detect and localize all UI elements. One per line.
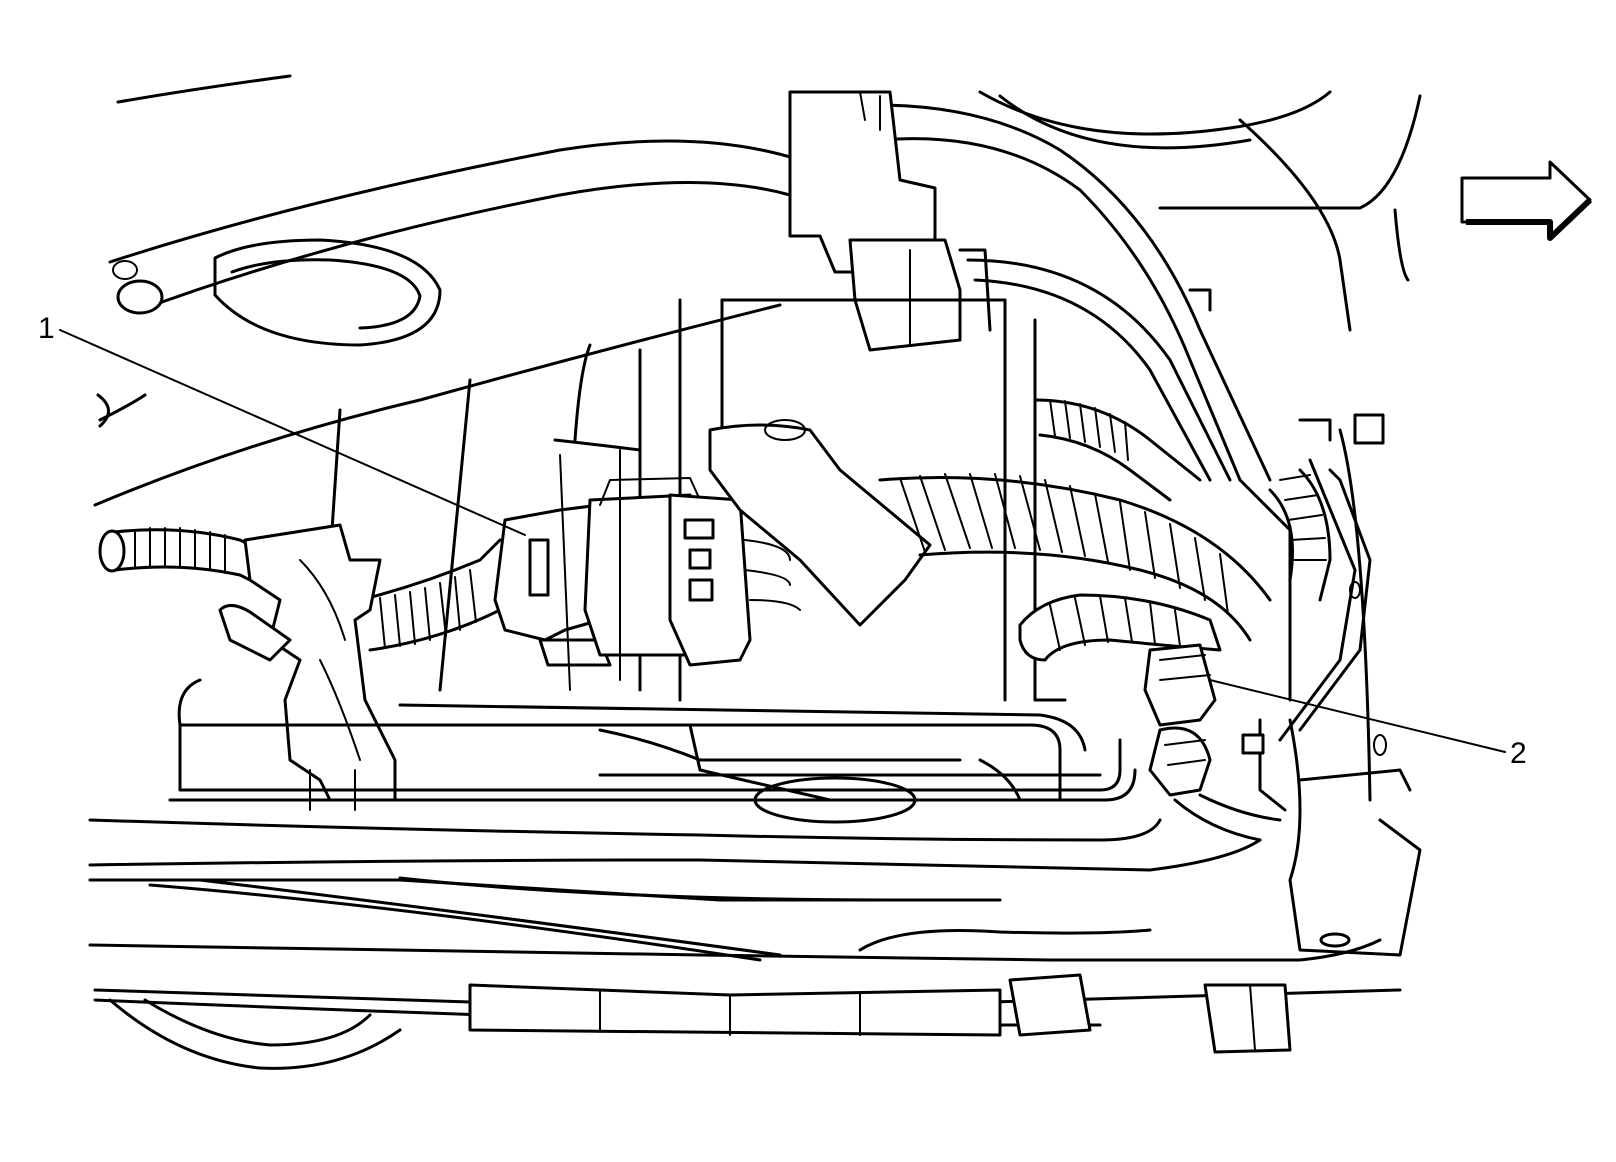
connector-2 xyxy=(1143,643,1282,842)
callout-2-label: 2 xyxy=(1510,737,1527,770)
right-harness xyxy=(878,398,1332,642)
callout-1-label: 1 xyxy=(38,312,55,345)
leader-lines xyxy=(59,329,1506,753)
arrow-right-icon xyxy=(1460,160,1593,241)
tape-wrap xyxy=(218,523,397,811)
upper-tube xyxy=(108,103,1272,482)
frame-rail xyxy=(168,678,1287,824)
harness-tab xyxy=(708,419,932,627)
vehicle-body-outline xyxy=(93,74,1422,507)
left-harness xyxy=(98,527,502,652)
right-bracket xyxy=(1238,413,1422,957)
oval-opening xyxy=(213,238,442,347)
top-clip-bracket xyxy=(788,90,1232,482)
connector-1 xyxy=(493,438,801,691)
underbody xyxy=(88,818,1402,1070)
